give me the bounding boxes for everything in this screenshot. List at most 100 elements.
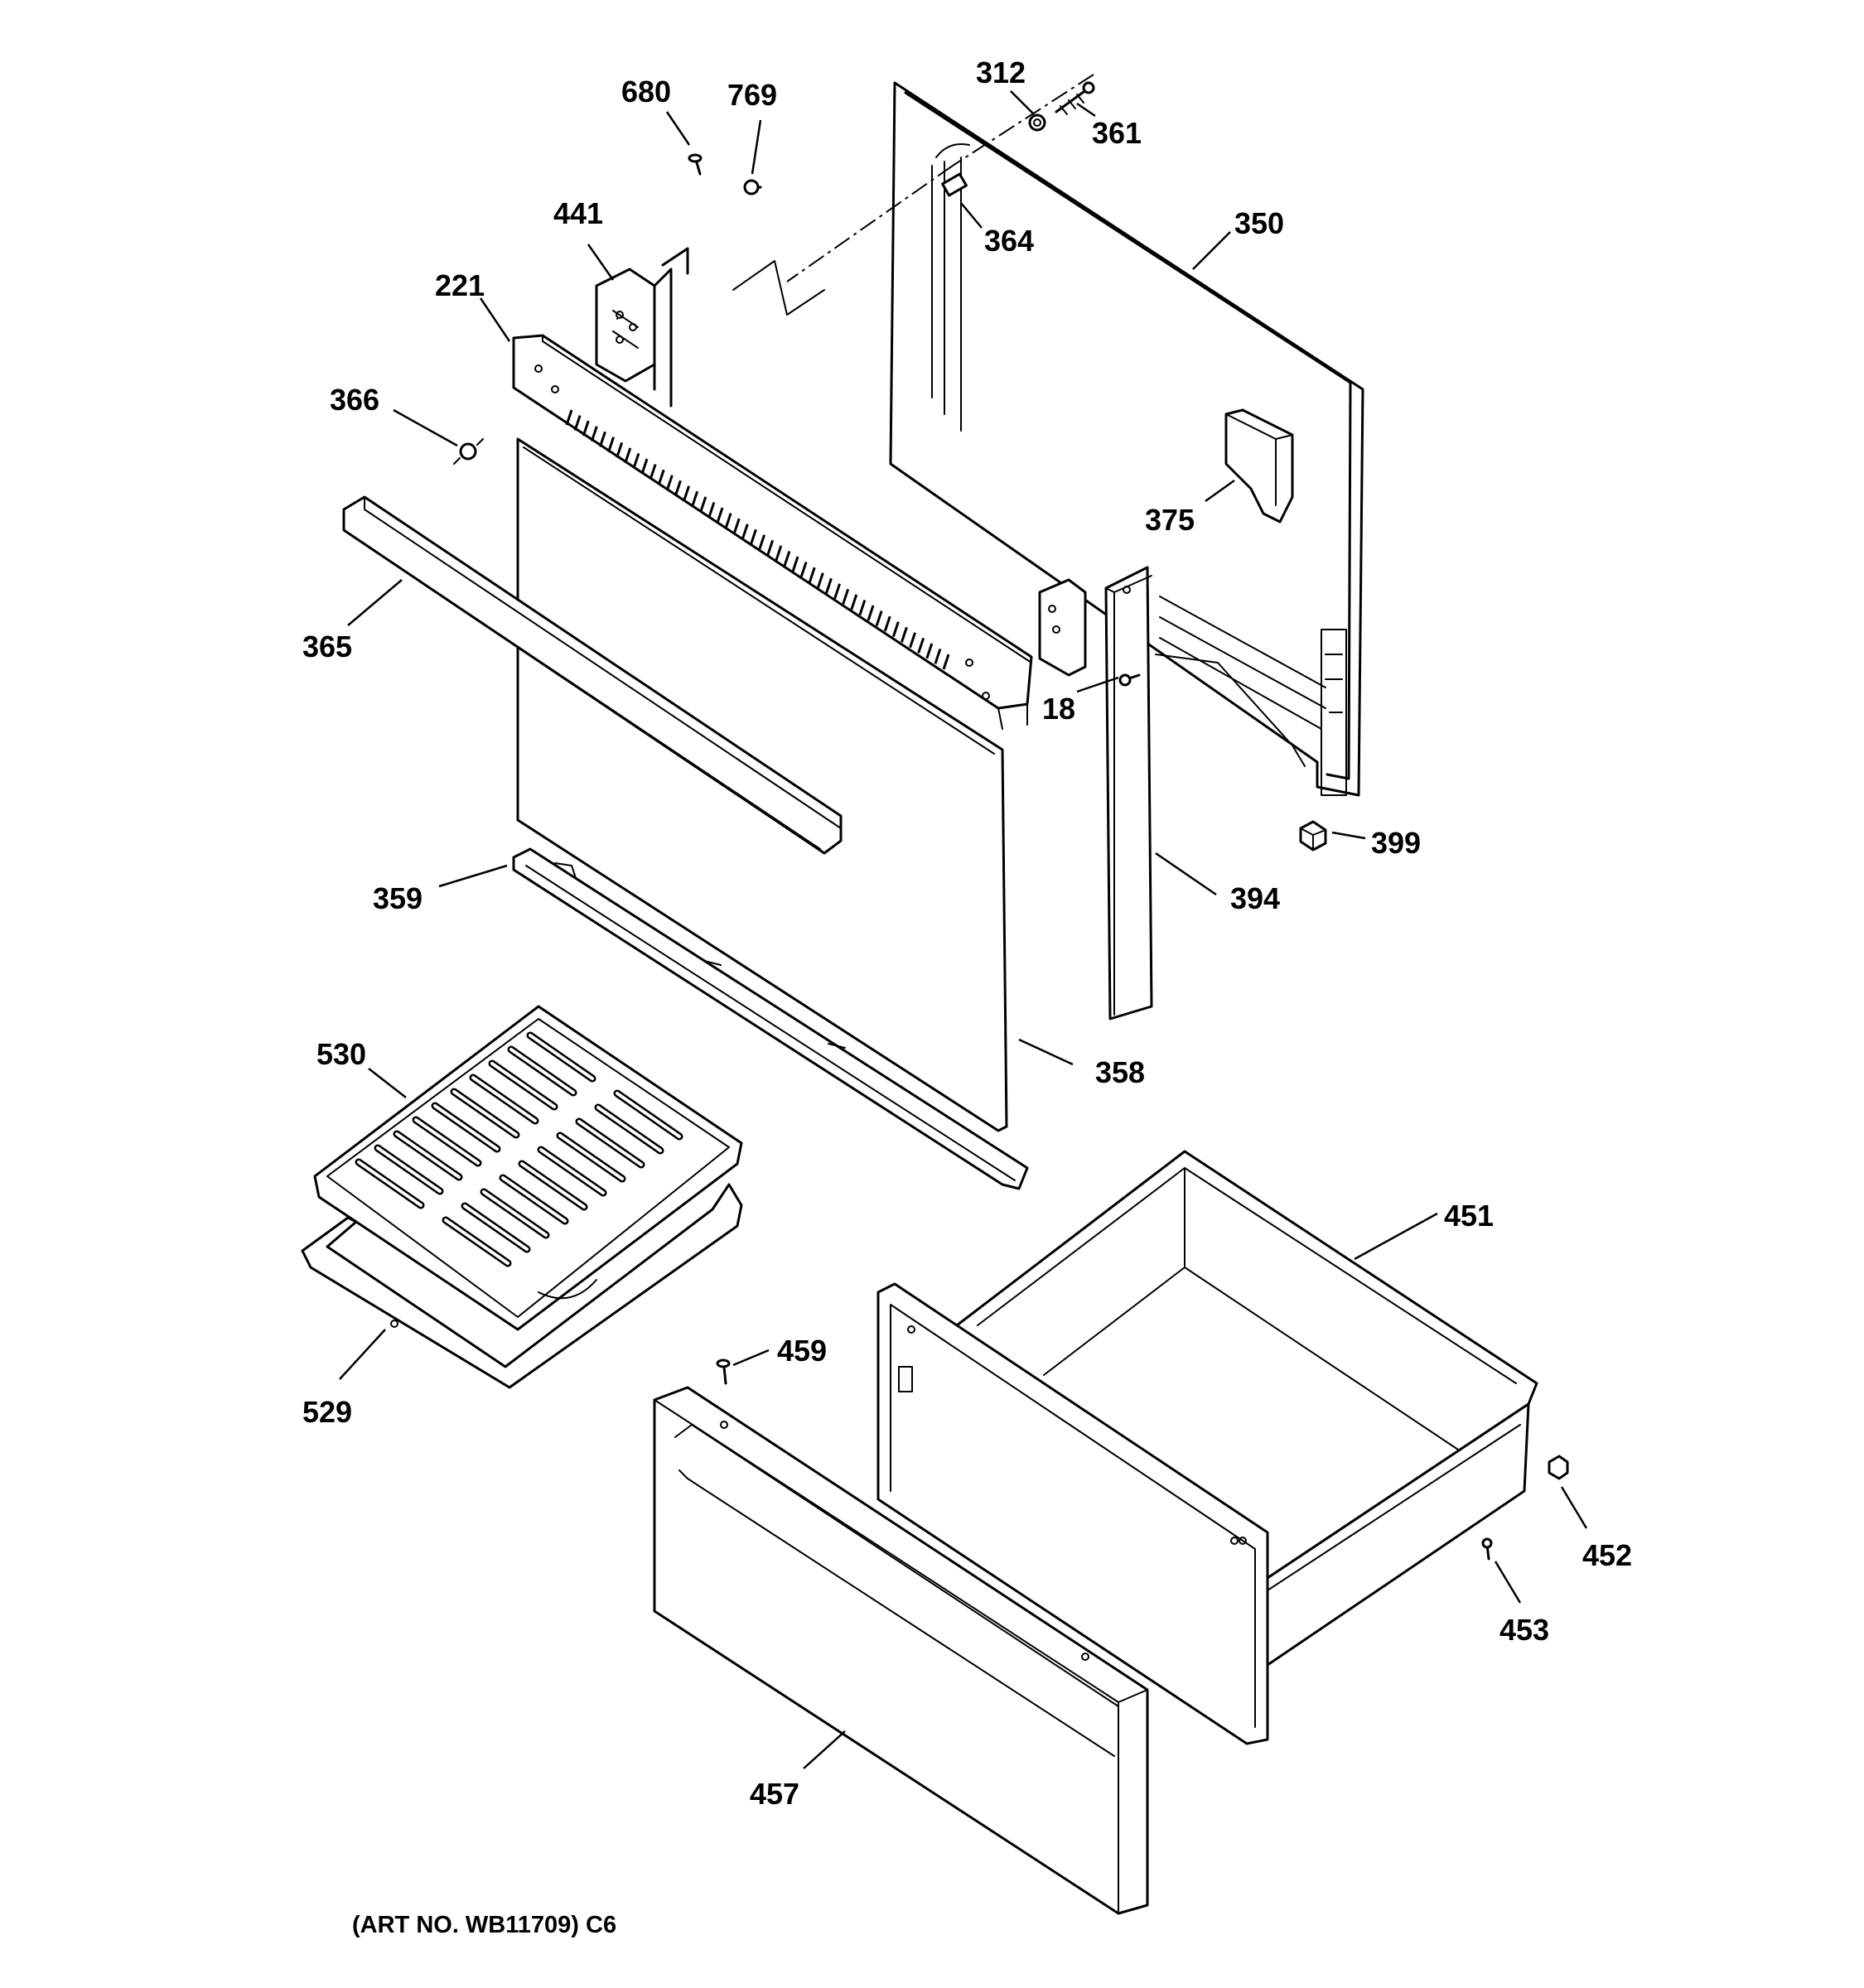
screw-361 bbox=[1055, 81, 1095, 115]
vent-slot bbox=[750, 528, 757, 545]
label-394: 394 bbox=[1230, 881, 1280, 915]
broiler-slots bbox=[355, 1031, 683, 1267]
vent-slot bbox=[909, 632, 916, 649]
bracket-441 bbox=[595, 247, 689, 408]
vent-slot bbox=[640, 458, 649, 475]
label-530: 530 bbox=[316, 1037, 366, 1071]
label-364: 364 bbox=[984, 224, 1034, 258]
broiler-slot-inner bbox=[452, 1090, 518, 1136]
label-453: 453 bbox=[1499, 1613, 1549, 1647]
vent-slot bbox=[825, 577, 833, 594]
broiler-slot-inner bbox=[471, 1076, 537, 1122]
broiler-pan-529 bbox=[301, 1183, 743, 1389]
trim-strip-359 bbox=[512, 847, 1029, 1190]
label-366: 366 bbox=[330, 383, 379, 417]
label-459: 459 bbox=[777, 1334, 827, 1368]
label-312: 312 bbox=[976, 55, 1026, 89]
broiler-slot-inner bbox=[433, 1104, 499, 1151]
vent-slot bbox=[582, 420, 590, 437]
break-line bbox=[732, 260, 825, 316]
vent-slot bbox=[665, 475, 674, 491]
vent-slot bbox=[858, 599, 867, 615]
side-strip-394 bbox=[1104, 566, 1153, 1021]
vent-slot bbox=[607, 437, 615, 453]
vent-slot bbox=[732, 518, 741, 534]
screw-18 bbox=[1118, 673, 1141, 687]
label-361: 361 bbox=[1092, 116, 1142, 150]
label-399: 399 bbox=[1371, 826, 1421, 860]
vent-slot bbox=[674, 480, 682, 496]
broiler-slot-inner bbox=[558, 1134, 624, 1180]
label-350: 350 bbox=[1234, 206, 1284, 240]
broiler-slot-inner bbox=[596, 1106, 662, 1152]
nut-312 bbox=[1028, 113, 1046, 132]
vent-slot bbox=[816, 572, 824, 589]
vent-slot bbox=[741, 524, 749, 540]
broiler-slot-inner bbox=[357, 1160, 423, 1207]
screw-680 bbox=[688, 153, 703, 176]
label-452: 452 bbox=[1582, 1538, 1632, 1572]
vent-slot bbox=[883, 615, 891, 632]
vent-slot bbox=[867, 605, 875, 621]
broiler-slot-inner bbox=[414, 1118, 480, 1165]
vent-slot bbox=[791, 556, 799, 572]
broiler-slot-inner bbox=[482, 1190, 548, 1237]
vent-slot bbox=[724, 513, 732, 529]
vent-slot bbox=[649, 464, 657, 480]
vent-slot bbox=[691, 490, 699, 507]
screw-459 bbox=[716, 1358, 731, 1385]
broiler-slot-inner bbox=[520, 1162, 586, 1209]
broiler-slot-inner bbox=[501, 1176, 567, 1223]
vent-slot bbox=[875, 610, 883, 627]
drawer-front-457 bbox=[653, 1386, 1149, 1915]
vent-slot bbox=[632, 452, 640, 469]
label-18: 18 bbox=[1042, 692, 1075, 726]
broiler-slot-inner bbox=[529, 1034, 594, 1080]
vent-slot bbox=[850, 594, 858, 610]
broiler-slot-inner bbox=[577, 1120, 643, 1166]
bushing-364 bbox=[941, 172, 968, 197]
art-number-caption: (ART NO. WB11709) C6 bbox=[352, 1912, 616, 1938]
clip-452 bbox=[1548, 1455, 1569, 1480]
vent-slot bbox=[573, 415, 582, 432]
panel-350 bbox=[889, 81, 1364, 797]
vent-slot bbox=[783, 550, 791, 567]
vent-slot bbox=[808, 567, 816, 583]
vent-slot bbox=[901, 626, 908, 643]
vent-slot bbox=[707, 501, 716, 518]
broiler-slot-inner bbox=[539, 1148, 605, 1194]
label-358: 358 bbox=[1095, 1055, 1145, 1089]
block-399 bbox=[1299, 820, 1327, 852]
broiler-slot-inner bbox=[509, 1048, 575, 1094]
vent-slot bbox=[657, 469, 665, 485]
insulation-375 bbox=[1224, 408, 1294, 524]
label-221: 221 bbox=[435, 268, 485, 302]
vent-slot bbox=[942, 654, 950, 670]
vent-slot bbox=[758, 534, 765, 551]
vent-slot bbox=[683, 485, 690, 502]
label-359: 359 bbox=[373, 881, 423, 915]
label-680: 680 bbox=[621, 75, 671, 109]
label-529: 529 bbox=[302, 1395, 352, 1429]
vent-slot bbox=[891, 621, 900, 638]
control-panel-221 bbox=[512, 334, 1033, 730]
vent-slot bbox=[599, 431, 606, 447]
label-441: 441 bbox=[553, 196, 603, 230]
broiler-slot-inner bbox=[376, 1146, 442, 1193]
vent-slot bbox=[616, 442, 624, 458]
label-451: 451 bbox=[1444, 1199, 1494, 1233]
broiler-slot-inner bbox=[616, 1092, 681, 1138]
side-bracket bbox=[1038, 578, 1087, 677]
vent-slot bbox=[842, 588, 850, 605]
nut-366 bbox=[453, 438, 484, 465]
screw-453 bbox=[1481, 1537, 1493, 1561]
broiler-slot-inner bbox=[463, 1204, 529, 1251]
vent-slot bbox=[917, 637, 925, 654]
alignment-line bbox=[786, 74, 1094, 282]
vent-slot bbox=[799, 562, 808, 578]
vent-slot bbox=[699, 496, 707, 513]
vent-slot bbox=[624, 447, 632, 464]
leader-lines bbox=[339, 90, 1588, 1769]
broiler-slot-inner bbox=[444, 1218, 509, 1265]
